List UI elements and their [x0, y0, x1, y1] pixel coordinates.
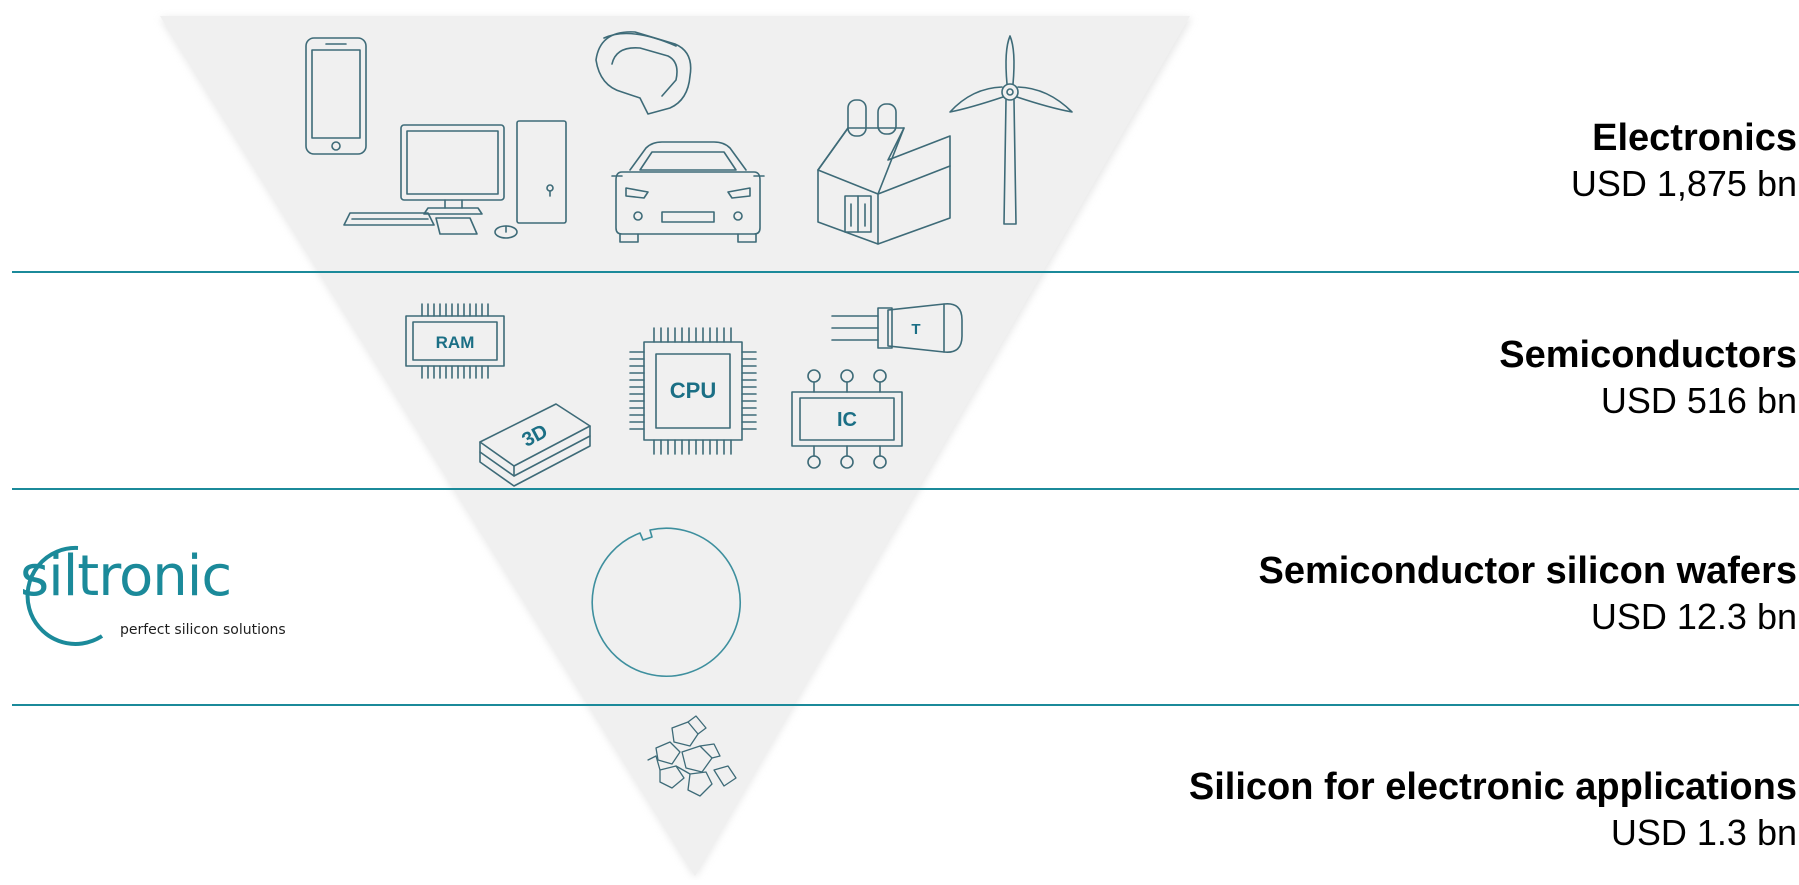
tier-silicon-electronic: Silicon for electronic applications USD … [1189, 765, 1797, 854]
silicon-chunks-icon [647, 715, 737, 797]
tier-title: Semiconductor silicon wafers [1258, 550, 1797, 592]
cpu-label: CPU [670, 378, 716, 403]
logo-arc [25, 545, 104, 646]
tier-silicon-wafers: Semiconductor silicon wafers USD 12.3 bn [1259, 549, 1797, 638]
ram-label: RAM [436, 333, 475, 352]
desktop-computer-icon [343, 120, 567, 239]
car-icon [611, 141, 765, 243]
tier-title: Silicon for electronic applications [1188, 766, 1797, 808]
ic-label: IC [837, 409, 857, 431]
tier-title: Electronics [1592, 117, 1797, 159]
tier-value: USD 1.3 bn [1610, 811, 1797, 853]
tier-value: USD 12.3 bn [1590, 595, 1797, 637]
logo-tagline: perfect silicon solutions [120, 622, 286, 638]
wind-turbine-icon [949, 35, 1073, 225]
siltronic-logo: siltronic perfect silicon solutions [8, 540, 328, 650]
3d-stacked-chip-icon [479, 403, 591, 487]
transistor-icon [831, 303, 963, 353]
silicon-wafer-icon [591, 527, 741, 678]
tier-electronics: Electronics USD 1,875 bn [1571, 116, 1797, 205]
smartphone-icon [305, 37, 367, 155]
tier-title: Semiconductors [1499, 334, 1797, 376]
tier-value: USD 1,875 bn [1570, 162, 1797, 204]
integrated-circuit-icon [791, 369, 903, 469]
vr-headset-icon [595, 31, 692, 115]
cpu-chip-icon [629, 327, 757, 455]
transistor-label: T [911, 321, 920, 338]
ram-chip-icon [405, 303, 505, 379]
tier-value: USD 516 bn [1600, 379, 1797, 421]
logo-wordmark: siltronic [20, 544, 232, 609]
factory-icon [817, 99, 951, 245]
tier-semiconductors: Semiconductors USD 516 bn [1499, 333, 1797, 422]
